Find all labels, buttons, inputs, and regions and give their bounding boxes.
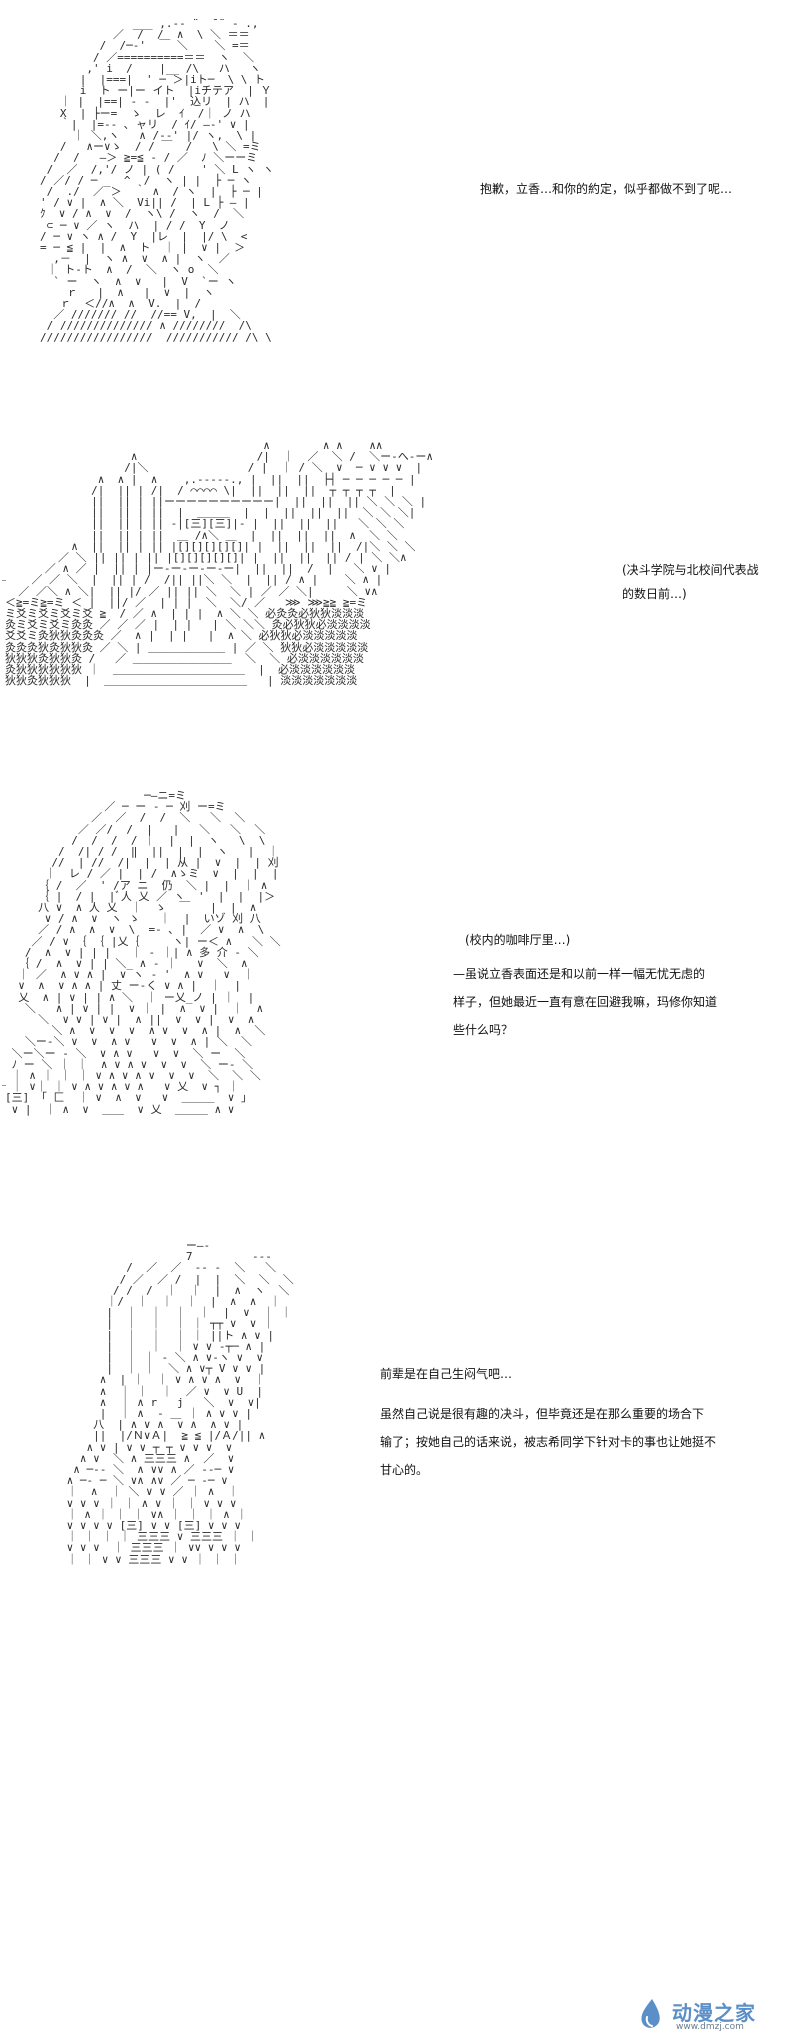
watermark-title: 动漫之家 [672, 2001, 756, 2025]
dialogue-box-4: 前辈是在自己生闷气吧… 虽然自己说是很有趣的决斗，但毕竟还是在那么重要的场合下 … [380, 1362, 800, 1482]
dialogue-line: 的数日前…) [622, 587, 687, 601]
ascii-art-school-building: ∧ ∧ ∧ ∧∧ ∧ /| ｜ ／ ＼ / ＼ー‐へ‐ー∧ /|＼ / | ｜ … [5, 440, 433, 688]
dialogue-line: 抱歉，立香…和你的約定，似乎都做不到了呢… [480, 182, 733, 196]
watermark-url: www.dmzj.com [676, 2022, 744, 2032]
dialogue-box-2: (决斗学院与北校间代表战 的数日前…) [622, 558, 792, 606]
ascii-art-character-3: ー―‐ 7 ‐‐‐ / ／ ／ ‐‐ ‐ ＼ ＼ / ／ ／ / | | ＼ ＼… [66, 1240, 294, 1566]
dialogue-line: —虽说立香表面还是和以前一样一幅无忧无虑的 [453, 967, 706, 981]
ascii-art-character-2: ─―ニ=ミ ／ ─ ー ‐ ─ 刈 ー=ミ ／ ／ / / ＼ ＼ ＼ ／ ／/… [5, 790, 281, 1116]
dialogue-line: 前辈是在自己生闷气吧… [380, 1367, 513, 1381]
dialogue-line: 输了；按她自己的话来说，被志希同学下针对卡的事也让她挺不 [380, 1435, 717, 1449]
panel-1: ___ ,.-‐ ¨ ̄ ¨ ‐ ., ／ / / ∧ \ ＼ ＝＝ / /─‐… [0, 0, 800, 420]
left-marker [2, 580, 6, 581]
dialogue-line: 样子，但她最近一直有意在回避我嘛，玛修你知道 [453, 995, 718, 1009]
panel-2: ∧ ∧ ∧ ∧∧ ∧ /| ｜ ／ ＼ / ＼ー‐へ‐ー∧ /|＼ / | ｜ … [0, 440, 800, 770]
water-drop-icon [641, 1999, 660, 2028]
left-marker [2, 1085, 6, 1086]
dialogue-line: 甘心的。 [380, 1463, 429, 1477]
dialogue-box-1: 抱歉，立香…和你的約定，似乎都做不到了呢… [480, 177, 790, 201]
panel-4: ー―‐ 7 ‐‐‐ / ／ ／ ‐‐ ‐ ＼ ＼ / ／ ／ / | | ＼ ＼… [0, 1240, 800, 2041]
panel-3: ─―ニ=ミ ／ ─ ー ‐ ─ 刈 ー=ミ ／ ／ / / ＼ ＼ ＼ ／ ／/… [0, 790, 800, 1220]
site-watermark: 动漫之家 www.dmzj.com [636, 1995, 786, 2035]
dialogue-line: 些什么吗？ [453, 1023, 514, 1037]
dialogue-line: (决斗学院与北校间代表战 [622, 563, 759, 577]
dialogue-box-3: (校内的咖啡厅里…) —虽说立香表面还是和以前一样一幅无忧无虑的 样子，但她最近… [453, 928, 793, 1042]
dialogue-line: 虽然自己说是很有趣的决斗，但毕竟还是在那么重要的场合下 [380, 1407, 705, 1421]
dialogue-line: (校内的咖啡厅里…) [465, 933, 571, 947]
ascii-art-character-1: ___ ,.-‐ ¨ ̄ ¨ ‐ ., ／ / / ∧ \ ＼ ＝＝ / /─‐… [40, 18, 274, 344]
